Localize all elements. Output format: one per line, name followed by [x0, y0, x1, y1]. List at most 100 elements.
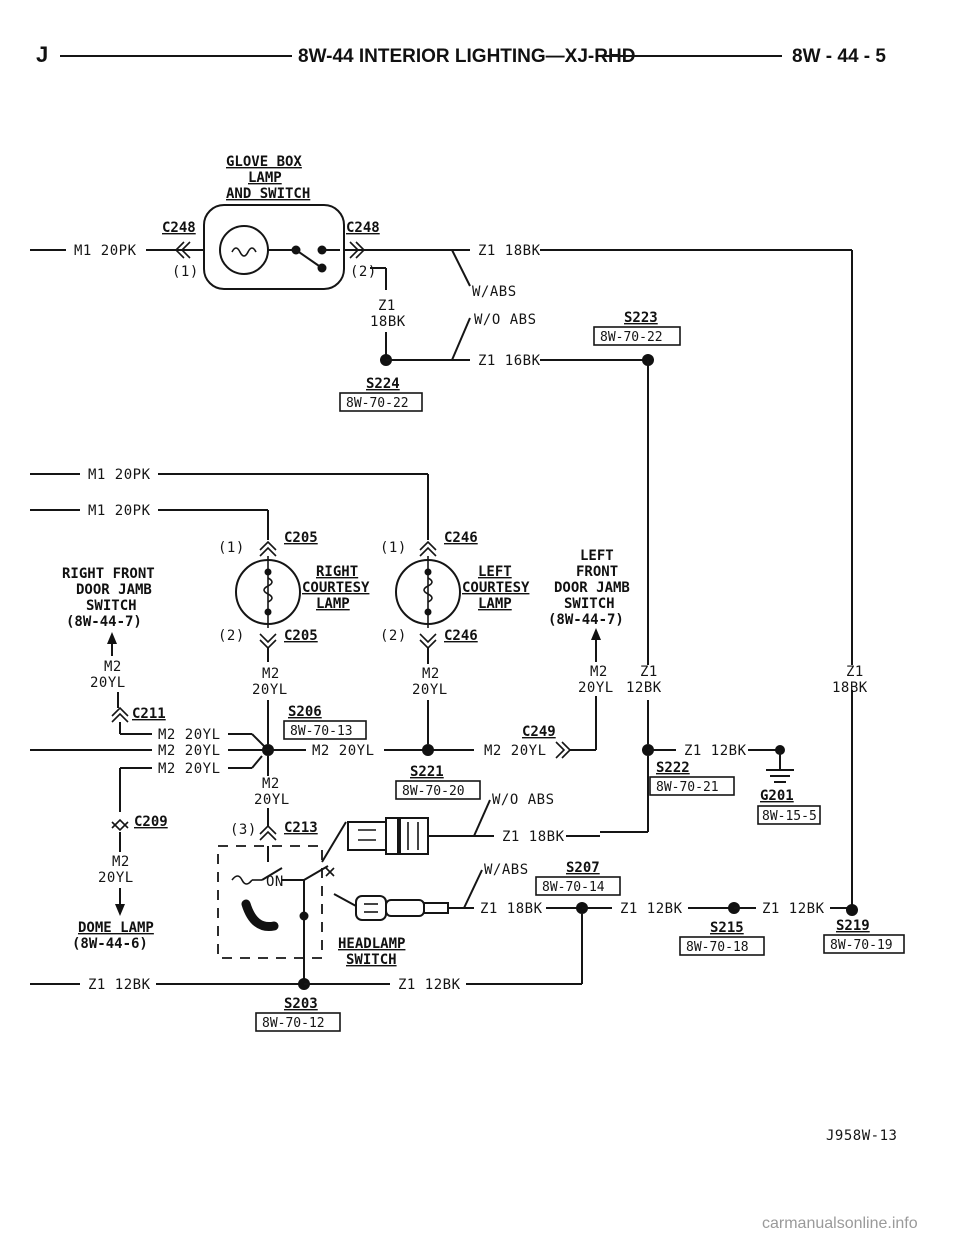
wire-label-18bk: 18BK [832, 680, 868, 696]
wire-label-m2: M2 [262, 776, 280, 792]
connector-c246-bottom: C246 [444, 628, 478, 644]
ref-8w-70-22-s223: 8W-70-22 [600, 330, 663, 345]
ref-box-s203 [255, 1012, 341, 1032]
wire-label-z1: Z1 [378, 298, 396, 314]
ref-8w-70-12: 8W-70-12 [262, 1016, 325, 1031]
wire-label-m2: M2 [422, 666, 440, 682]
dome-lamp-label-2: (8W-44-6) [72, 936, 148, 952]
switch-on-label: ON [266, 874, 284, 890]
splice-s219-label: S219 [836, 918, 870, 934]
switch-arrow-icon [107, 632, 117, 644]
headlamp-switch: ON [217, 845, 335, 959]
page-header: J 8W-44 INTERIOR LIGHTING—XJ-RHD 8W - 44… [36, 42, 886, 67]
wire-label-m1-20pk-2: M1 20PK [88, 467, 151, 483]
wire-label-m2: M2 [590, 664, 608, 680]
pin-2-label: (2) [380, 628, 407, 644]
rf-jamb-label-3: SWITCH [86, 598, 137, 614]
pin-1-label: (1) [172, 264, 199, 280]
lf-jamb-label-5: (8W-44-7) [548, 612, 624, 628]
wire-label-m2-20yl-a: M2 20YL [158, 727, 221, 743]
lf-jamb-label-2: FRONT [576, 564, 618, 580]
watermark-text: carmanualsonline.info [762, 1215, 918, 1232]
wire-label-z1-16bk: Z1 16BK [478, 353, 541, 369]
ref-8w-70-18: 8W-70-18 [686, 940, 749, 955]
headlamp-switch-label-1: HEADLAMP [338, 936, 405, 952]
ref-box-s207 [535, 876, 621, 896]
lamp-filament-icon [423, 577, 433, 603]
connector-arrow-icon [259, 633, 277, 650]
abs-connector-plug [399, 817, 429, 855]
wire-label-z1-18bk: Z1 18BK [478, 243, 541, 259]
abs-lower-connector-body [355, 895, 387, 921]
connector-c246-top: C246 [444, 530, 478, 546]
rf-jamb-label-1: RIGHT FRONT [62, 566, 155, 582]
header-title: 8W-44 INTERIOR LIGHTING—XJ-RHD [298, 46, 635, 67]
header-section-letter: J [36, 42, 48, 67]
pin-1-label: (1) [380, 540, 407, 556]
glove-box-lamp-bulb-icon [219, 225, 269, 275]
switch-blade [295, 249, 323, 269]
headlamp-to-abs-wire [303, 865, 329, 881]
ref-box-s224 [339, 392, 423, 412]
glove-box-label-3: AND SWITCH [226, 186, 310, 202]
connector-c209: C209 [134, 814, 168, 830]
rf-jamb-label-2: DOOR JAMB [76, 582, 152, 598]
connector-arrow-icon [111, 818, 129, 832]
connector-arrow-icon [419, 633, 437, 650]
connector-c249: C249 [522, 724, 556, 740]
right-courtesy-label-1: RIGHT [316, 564, 358, 580]
ref-box-g201 [757, 805, 821, 825]
ref-8w-15-5: 8W-15-5 [762, 809, 817, 824]
wire-option-wo-abs [473, 799, 491, 837]
ref-box-s206 [283, 720, 367, 740]
option-label-w-abs: W/ABS [472, 284, 517, 300]
lf-jamb-label-4: SWITCH [564, 596, 615, 612]
ref-8w-70-19: 8W-70-19 [830, 938, 893, 953]
wire-label-m2-20yl-b: M2 20YL [158, 743, 221, 759]
connector-arrow-icon [174, 241, 191, 259]
wire-label-20yl: 20YL [252, 682, 288, 698]
wire-label-z1-12bk-a: Z1 12BK [684, 743, 747, 759]
splice-s215-label: S215 [710, 920, 744, 936]
wire-label-20yl: 20YL [254, 792, 290, 808]
option-label-w-abs-b: W/ABS [484, 862, 529, 878]
connector-arrow-icon [555, 741, 572, 759]
lamp-contact-icon [424, 608, 432, 616]
ref-8w-70-20: 8W-70-20 [402, 784, 465, 799]
wire-label-20yl: 20YL [578, 680, 614, 696]
right-front-door-jamb-switch: RIGHT FRONT DOOR JAMB SWITCH (8W-44-7) M… [62, 566, 155, 708]
rf-jamb-label-4: (8W-44-7) [66, 614, 142, 630]
connector-arrow-icon [419, 540, 437, 557]
option-label-wo-abs: W/O ABS [474, 312, 537, 328]
connector-arrow-icon [111, 706, 129, 723]
wire-option-w-abs [451, 249, 471, 287]
wire-label-12bk: 12BK [626, 680, 662, 696]
ref-8w-70-14: 8W-70-14 [542, 880, 605, 895]
wire-label-z1-18bk-c: Z1 18BK [480, 901, 543, 917]
rheostat-icon [231, 875, 253, 885]
wire-option-w-abs [463, 869, 483, 909]
pin-3-label: (3) [230, 822, 257, 838]
connector-c205-bottom: C205 [284, 628, 318, 644]
splice-s224-label: S224 [366, 376, 400, 392]
wire-label-z1-12bk-e: Z1 12BK [398, 977, 461, 993]
wire-label-m1-20pk-3: M1 20PK [88, 503, 151, 519]
wire-label-m2: M2 [104, 659, 122, 675]
headlamp-switch-blade [261, 867, 283, 881]
splice-s219-dot [846, 904, 858, 916]
abs-connector-lower [333, 893, 449, 921]
headlamp-dimmer-knob-icon [241, 899, 279, 932]
abs-connector-body [347, 821, 387, 851]
ref-8w-70-22-s224: 8W-70-22 [346, 396, 409, 411]
right-courtesy-lamp: (1) C205 RIGHT COURTESY LAMP (2) C205 [218, 530, 370, 650]
lamp-contact-icon [264, 568, 272, 576]
glove-box-housing [203, 204, 345, 290]
splice-s206-label: S206 [288, 704, 322, 720]
splice-s223-label: S223 [624, 310, 658, 326]
wire-label-m2: M2 [262, 666, 280, 682]
wire-to-abs-connector [321, 821, 347, 863]
ref-box-s219 [823, 934, 905, 954]
left-courtesy-lamp: (1) C246 LEFT COURTESY LAMP (2) C246 [380, 530, 530, 650]
